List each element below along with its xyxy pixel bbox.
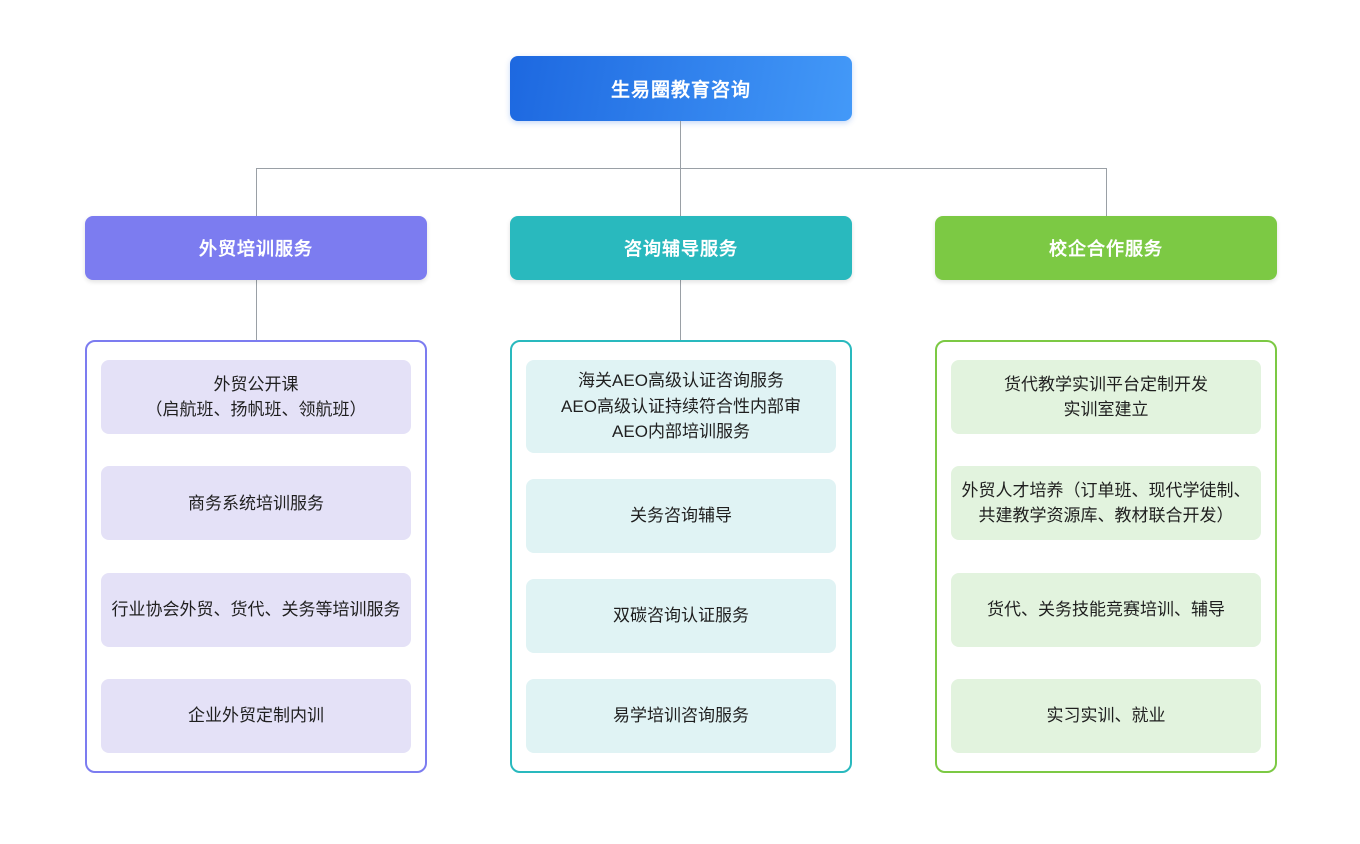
branch-header-consulting-coaching: 咨询辅导服务 bbox=[510, 216, 852, 280]
branch-item: 外贸公开课 （启航班、扬帆班、领航班） bbox=[101, 360, 411, 434]
branch-header-label: 咨询辅导服务 bbox=[624, 239, 738, 259]
branch-item: 行业协会外贸、货代、关务等培训服务 bbox=[101, 572, 411, 647]
branch-item: 海关AEO高级认证咨询服务 AEO高级认证持续符合性内部审 AEO内部培训服务 bbox=[526, 360, 836, 453]
branch-group-consulting-coaching: 海关AEO高级认证咨询服务 AEO高级认证持续符合性内部审 AEO内部培训服务 … bbox=[510, 340, 852, 773]
branch-group-foreign-trade-training: 外贸公开课 （启航班、扬帆班、领航班） 商务系统培训服务 行业协会外贸、货代、关… bbox=[85, 340, 427, 773]
connector-drop-3 bbox=[1106, 168, 1107, 216]
branch-group-school-enterprise: 货代教学实训平台定制开发 实训室建立 外贸人才培养（订单班、现代学徒制、共建教学… bbox=[935, 340, 1277, 773]
connector-branch-link-2 bbox=[680, 280, 681, 340]
branch-item: 关务咨询辅导 bbox=[526, 478, 836, 553]
branch-header-foreign-trade-training: 外贸培训服务 bbox=[85, 216, 427, 280]
branch-item: 实习实训、就业 bbox=[951, 678, 1261, 753]
branch-item: 双碳咨询认证服务 bbox=[526, 578, 836, 653]
branch-item: 外贸人才培养（订单班、现代学徒制、共建教学资源库、教材联合开发） bbox=[951, 466, 1261, 541]
branch-header-label: 外贸培训服务 bbox=[199, 239, 313, 259]
root-node: 生易圈教育咨询 bbox=[510, 56, 852, 121]
connector-drop-1 bbox=[256, 168, 257, 216]
branch-item: 货代教学实训平台定制开发 实训室建立 bbox=[951, 360, 1261, 434]
root-node-label: 生易圈教育咨询 bbox=[610, 80, 751, 101]
connector-crossbar bbox=[256, 168, 1107, 169]
connector-branch-link-1 bbox=[256, 280, 257, 340]
branch-header-label: 校企合作服务 bbox=[1049, 239, 1163, 259]
branch-item: 易学培训咨询服务 bbox=[526, 678, 836, 753]
branch-header-school-enterprise: 校企合作服务 bbox=[935, 216, 1277, 280]
branch-item: 商务系统培训服务 bbox=[101, 466, 411, 541]
branch-item: 货代、关务技能竞赛培训、辅导 bbox=[951, 572, 1261, 647]
connector-drop-2 bbox=[680, 168, 681, 216]
branch-item: 企业外贸定制内训 bbox=[101, 678, 411, 753]
connector-root-stem bbox=[680, 121, 681, 168]
